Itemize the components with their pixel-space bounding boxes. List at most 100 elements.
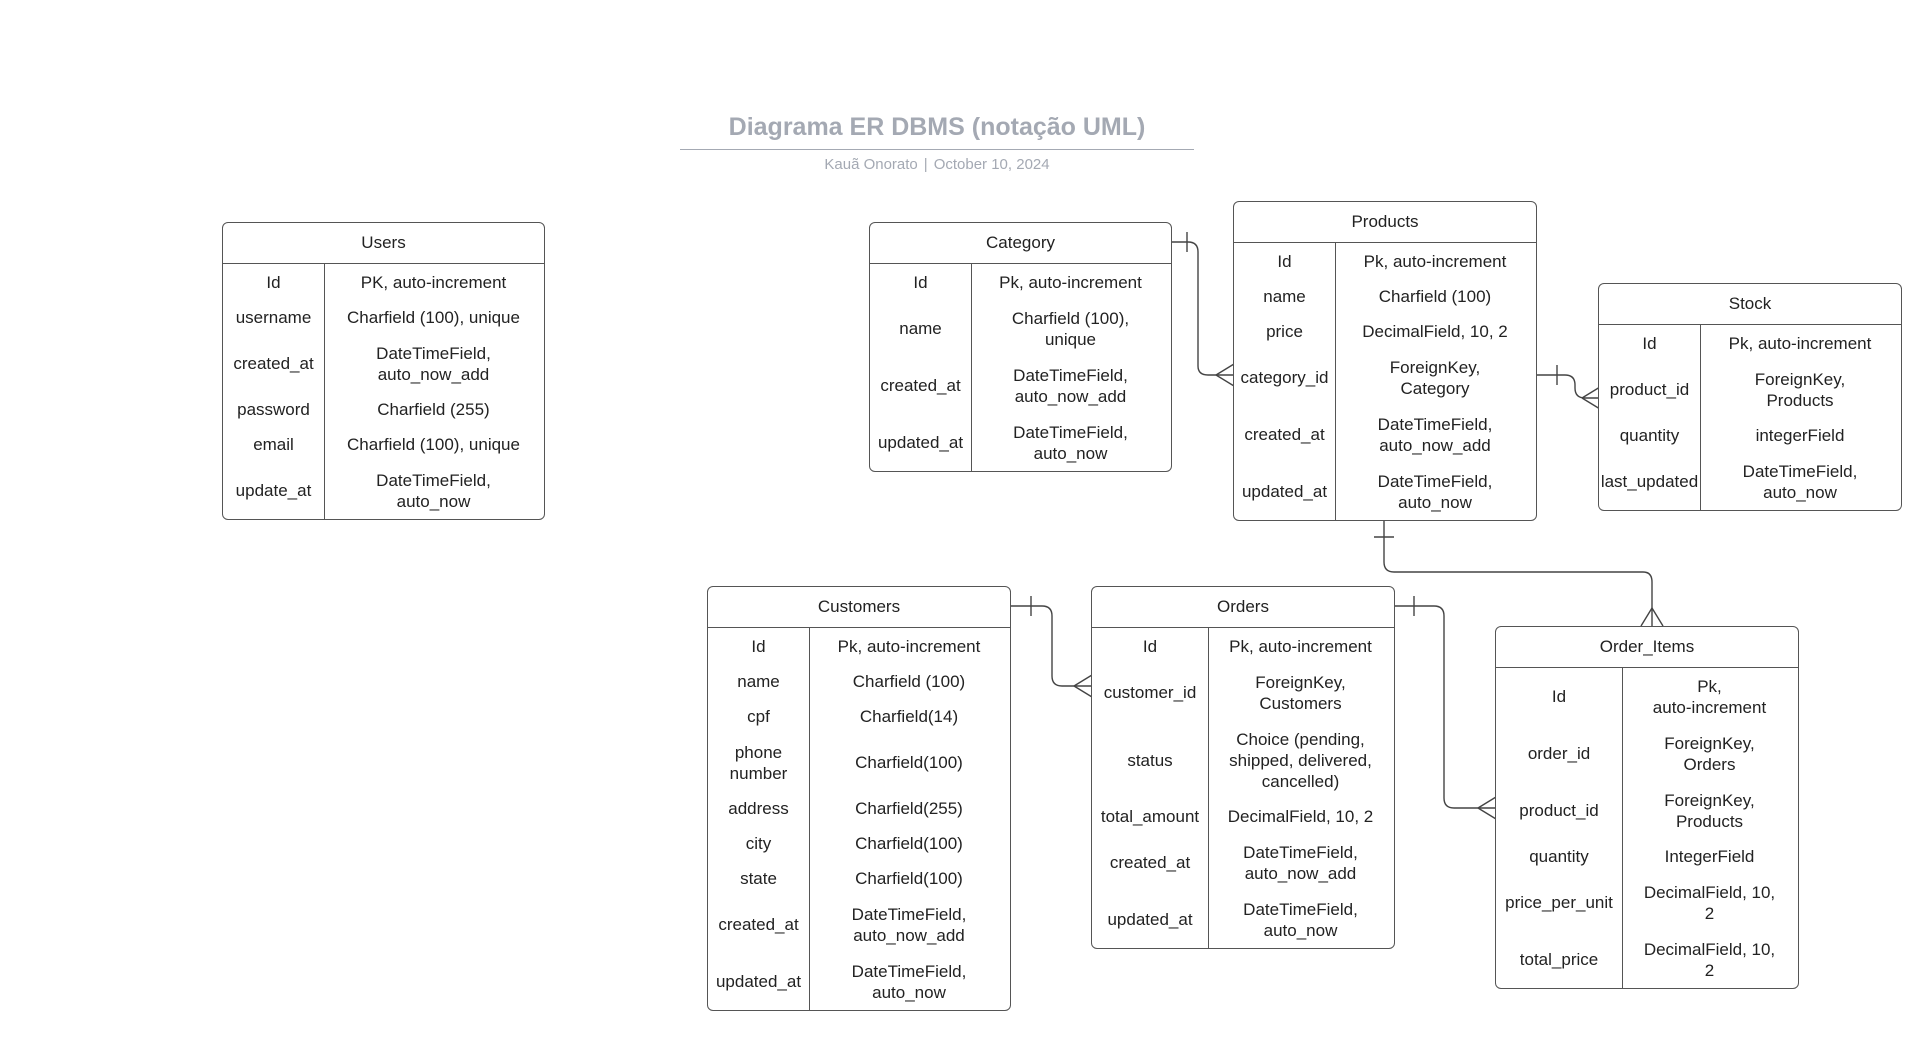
field-name: created_at	[233, 354, 314, 373]
field-type: DateTimeField, auto_now	[1742, 461, 1858, 502]
field-name: order_id	[1527, 744, 1591, 763]
field-row: password Charfield (255)	[223, 392, 544, 427]
field-row: total_price DecimalField, 10, 2	[1496, 931, 1798, 988]
field-type: PK, auto-increment	[360, 272, 507, 292]
diagram-date: October 10, 2024	[933, 156, 1050, 173]
field-name: updated_at	[1241, 482, 1328, 501]
column-divider	[971, 264, 972, 471]
column-divider	[1700, 325, 1701, 510]
field-name: updated_at	[715, 972, 802, 991]
field-row: updated_at DateTimeField, auto_now	[708, 953, 1010, 1010]
field-type: Choice (pending, shipped, delivered, can…	[1229, 729, 1372, 791]
field-row: quantity integerField	[1599, 418, 1901, 453]
field-name: created_at	[880, 376, 961, 395]
field-name: product_id	[1519, 801, 1599, 820]
field-type: ForeignKey, Customers	[1255, 672, 1346, 713]
field-type: Pk, auto-increment	[1652, 676, 1767, 717]
field-name: Id	[1142, 636, 1158, 656]
rel-category-products	[1172, 241, 1234, 376]
entity-title: Products	[1234, 202, 1536, 243]
field-name: quantity	[1619, 426, 1680, 445]
field-name: update_at	[235, 481, 312, 500]
field-type: DateTimeField, auto_now	[851, 961, 967, 1002]
field-name: city	[745, 834, 772, 853]
column-divider	[809, 628, 810, 1010]
field-name: price_per_unit	[1505, 893, 1613, 912]
field-type: DateTimeField, auto_now_add	[376, 343, 491, 384]
field-name: customer_id	[1103, 683, 1197, 702]
field-type: DecimalField, 10, 2	[1227, 807, 1374, 826]
rel-products-stock-many-mark	[1581, 386, 1601, 410]
field-row: price_per_unit DecimalField, 10, 2	[1496, 874, 1798, 931]
field-name: price	[1266, 322, 1303, 341]
field-row: order_id ForeignKey, Orders	[1496, 725, 1798, 782]
field-name: name	[899, 319, 942, 338]
field-row: created_at DateTimeField, auto_now_add	[223, 335, 544, 392]
field-name: updated_at	[1107, 910, 1193, 929]
field-type: DateTimeField, auto_now_add	[1013, 365, 1128, 406]
field-type: DateTimeField, auto_now	[1377, 471, 1493, 512]
field-name: total_amount	[1100, 807, 1200, 826]
field-row: created_at DateTimeField, auto_now_add	[1092, 834, 1394, 891]
field-name: password	[237, 400, 310, 419]
column-divider	[1335, 243, 1336, 520]
field-type: ForeignKey, Products	[1664, 790, 1755, 831]
field-name: email	[253, 435, 294, 454]
field-type: Charfield(100)	[855, 834, 963, 853]
rel-customers-orders-many-mark	[1073, 674, 1093, 698]
field-type: Pk, auto-increment	[999, 272, 1142, 292]
field-name: quantity	[1529, 847, 1589, 866]
field-type: Pk, auto-increment	[1363, 251, 1507, 271]
entity-title: Orders	[1092, 587, 1394, 628]
field-name: phone number	[729, 742, 788, 783]
rel-products-orderitems	[1383, 517, 1653, 626]
field-row: updated_at DateTimeField, auto_now	[1234, 463, 1536, 520]
rel-products-stock	[1537, 374, 1600, 399]
field-type: Charfield(100)	[855, 869, 963, 888]
field-row: phone number Charfield(100)	[708, 734, 1010, 791]
field-name: name	[737, 672, 780, 691]
entity-title: Stock	[1599, 284, 1901, 325]
field-type: DateTimeField, auto_now_add	[1243, 842, 1358, 883]
field-name: Id	[1551, 687, 1567, 706]
diagram-subtitle: Kauã Onorato|October 10, 2024	[824, 156, 1050, 173]
field-type: DecimalField, 10, 2	[1643, 939, 1776, 980]
field-row: created_at DateTimeField, auto_now_add	[1234, 406, 1536, 463]
field-type: Charfield(100)	[855, 753, 963, 772]
field-name: created_at	[1109, 853, 1191, 872]
diagram-title: Diagrama ER DBMS (notação UML)	[680, 113, 1194, 150]
field-name: product_id	[1609, 380, 1690, 399]
field-name: created_at	[1244, 425, 1325, 444]
field-type: ForeignKey, Orders	[1664, 733, 1755, 774]
field-type: DateTimeField, auto_now	[1013, 422, 1128, 463]
field-name: created_at	[718, 915, 799, 934]
field-name: Id	[751, 636, 766, 656]
field-type: Charfield (255)	[377, 400, 490, 419]
rel-orders-orderitems	[1395, 605, 1496, 809]
field-type: Pk, auto-increment	[837, 636, 981, 656]
field-name: address	[728, 799, 789, 818]
field-name: total_price	[1519, 950, 1599, 969]
field-type: DecimalField, 10, 2	[1643, 882, 1776, 923]
field-type: DateTimeField, auto_now_add	[1377, 414, 1493, 455]
field-type: integerField	[1755, 426, 1845, 445]
